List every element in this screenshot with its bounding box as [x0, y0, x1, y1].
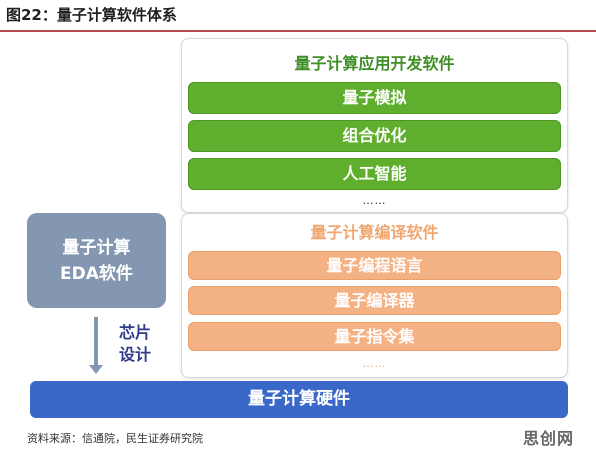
chip-design-arrow-head: [89, 365, 103, 374]
chip-design-line-2: 设计: [118, 345, 151, 364]
quantum-programming-language-bar: 量子编程语言: [188, 251, 561, 280]
compile-software-panel: 量子计算编译软件 量子编程语言 量子编译器 量子指令集 ……: [181, 213, 568, 378]
quantum-hardware-bar: 量子计算硬件: [30, 381, 568, 418]
quantum-instruction-set-bar: 量子指令集: [188, 322, 561, 351]
chip-design-arrow-shaft: [94, 317, 98, 367]
application-more-dots: ……: [362, 194, 387, 207]
artificial-intelligence-bar: 人工智能: [188, 158, 561, 190]
figure-title: 图22：量子计算软件体系: [6, 6, 177, 24]
source-note: 资料来源：信通院，民生证券研究院: [27, 432, 203, 445]
combinatorial-optimization-bar: 组合优化: [188, 120, 561, 152]
application-software-heading: 量子计算应用开发软件: [294, 54, 455, 73]
compile-software-heading: 量子计算编译软件: [310, 223, 439, 242]
application-software-panel: 量子计算应用开发软件 量子模拟 组合优化 人工智能 ……: [181, 38, 568, 213]
title-divider: [0, 30, 596, 32]
eda-line-2: EDA软件: [60, 263, 133, 284]
eda-line-1: 量子计算: [62, 237, 131, 258]
quantum-simulation-bar: 量子模拟: [188, 82, 561, 114]
compile-more-dots: ……: [362, 357, 387, 370]
quantum-compiler-bar: 量子编译器: [188, 286, 561, 315]
eda-software-box: 量子计算 EDA软件: [27, 213, 166, 308]
chip-design-line-1: 芯片: [118, 323, 151, 342]
chip-design-label: 芯片 设计: [113, 322, 157, 366]
watermark-logo: 思创网: [523, 429, 575, 448]
